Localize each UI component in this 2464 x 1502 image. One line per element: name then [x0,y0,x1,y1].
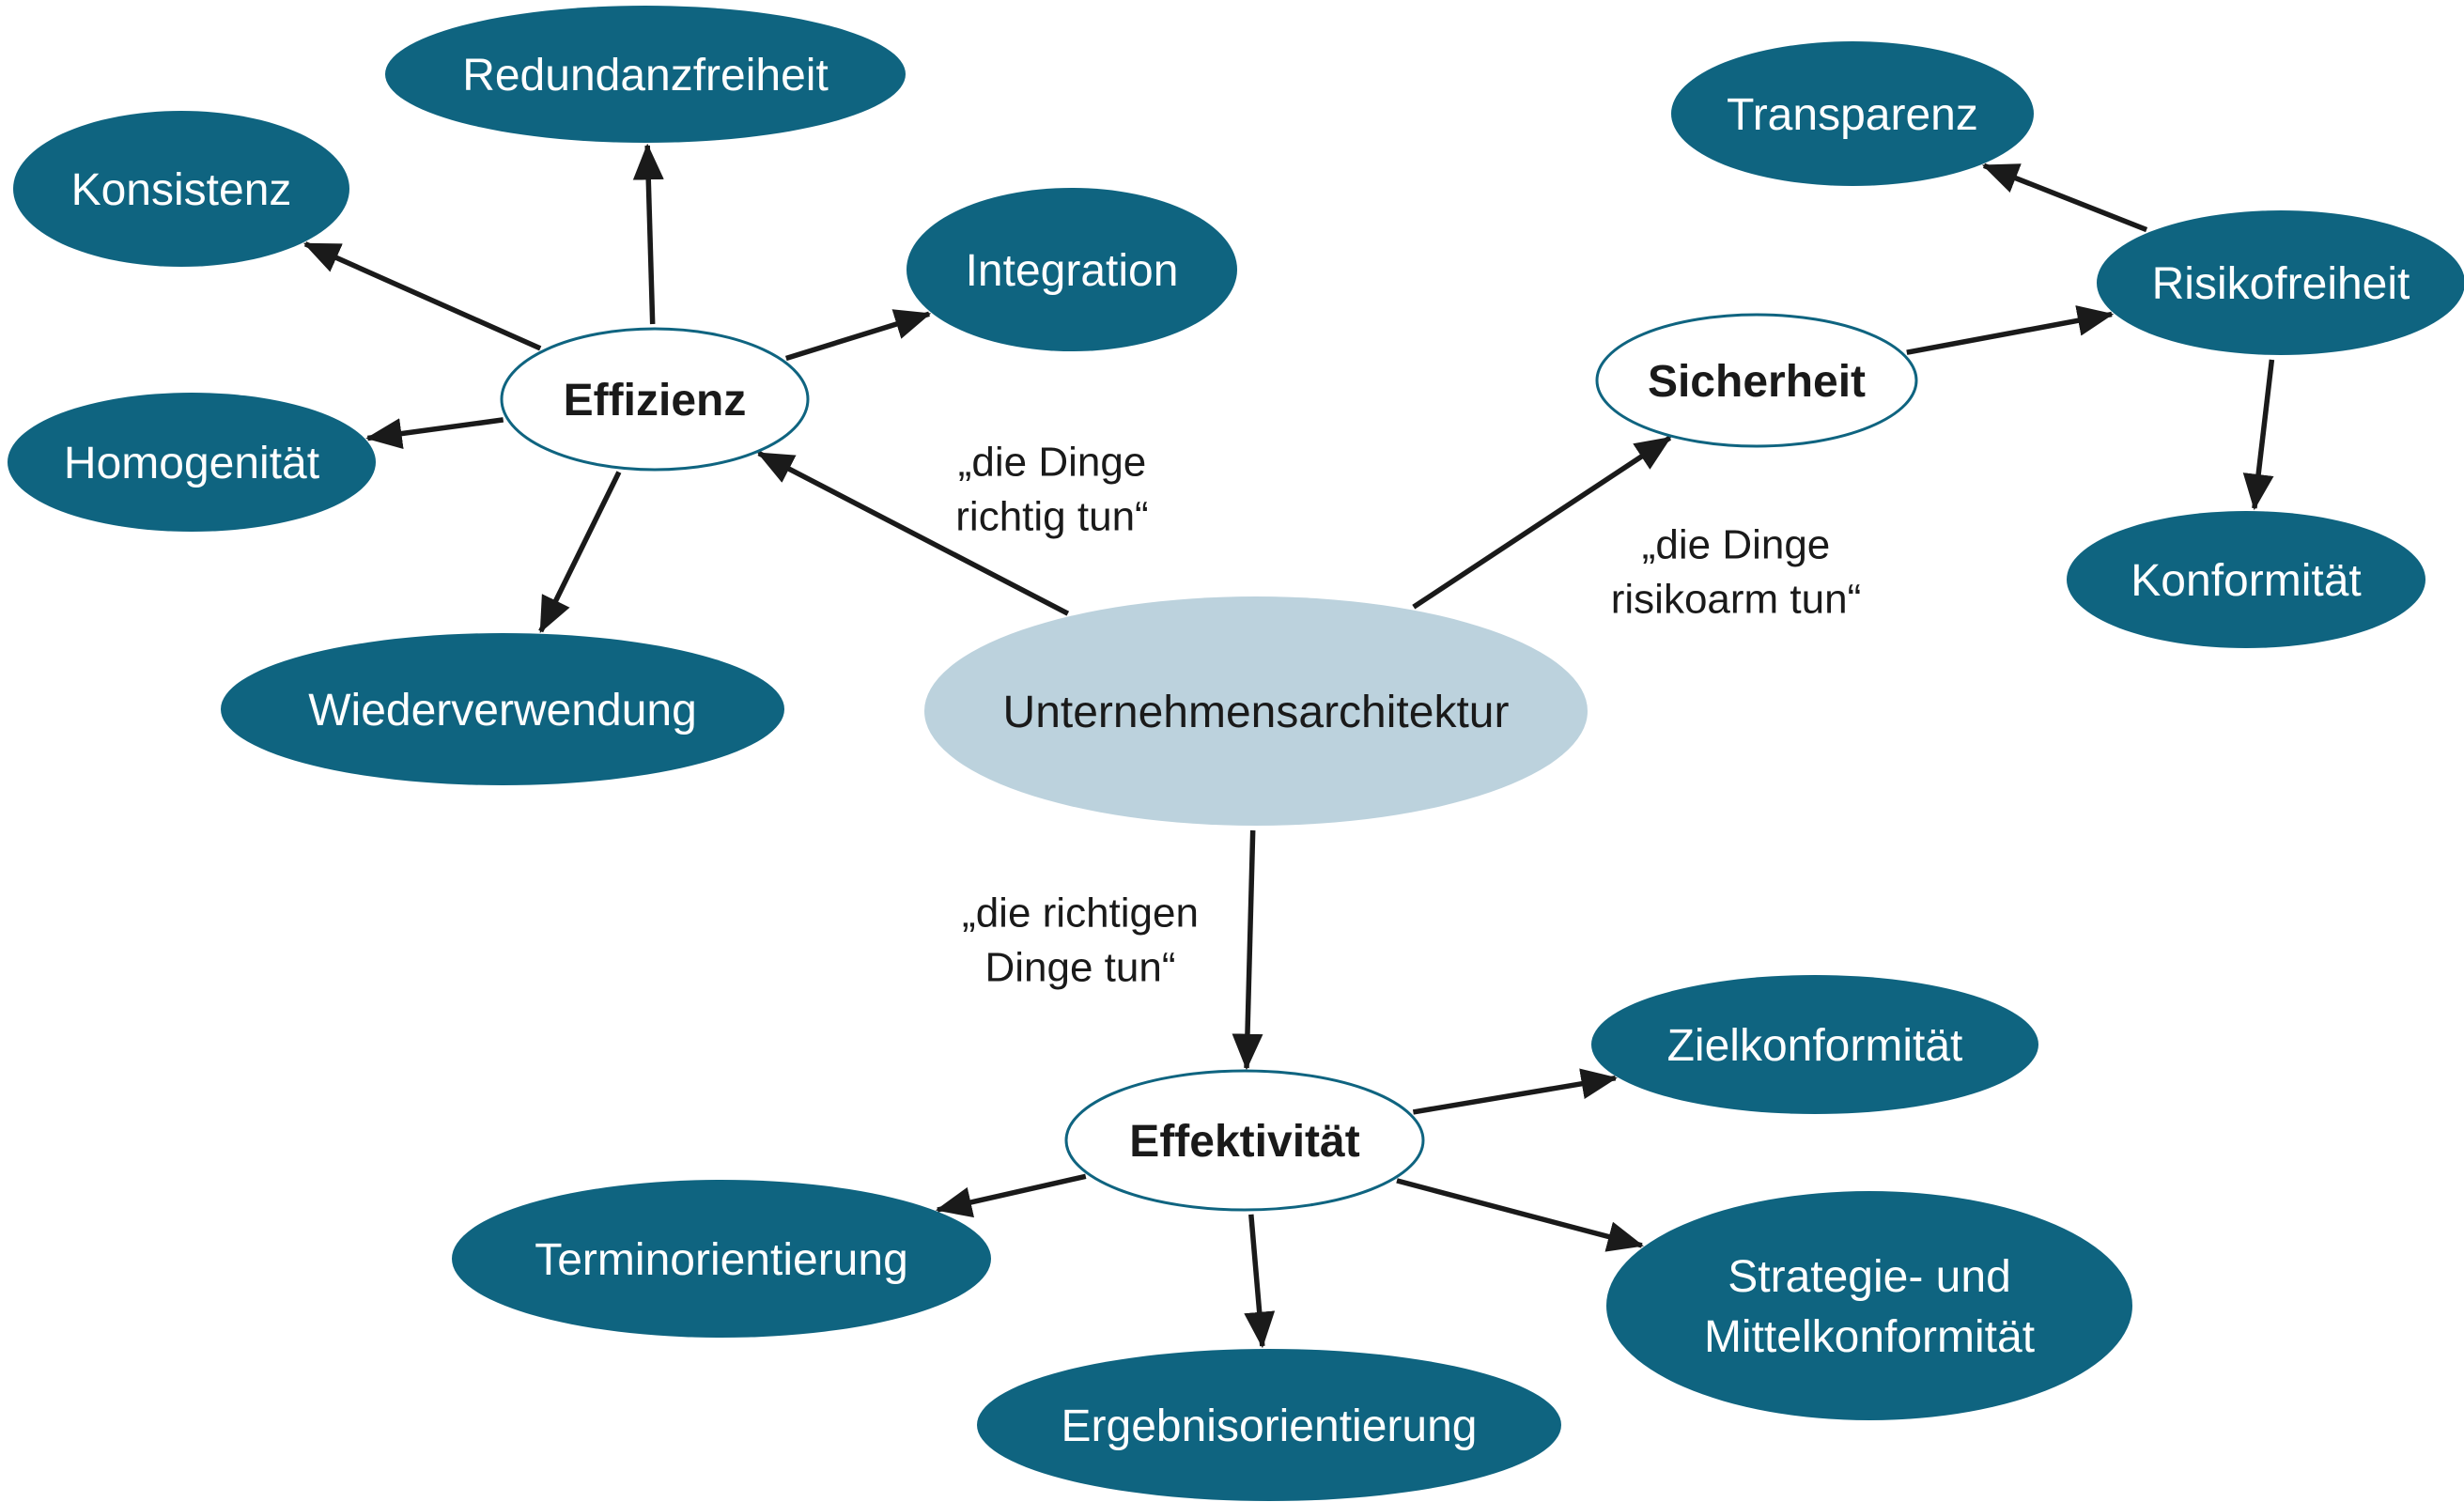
edge-unternehmensarchitektur-to-effizienz [756,451,1070,616]
node-label-konformitaet: Konformität [2131,556,2361,606]
node-ellipse-effektivitaet [1064,1069,1425,1212]
node-ellipse-ergebnisorientierung [977,1349,1561,1501]
node-label-effizienz: Effizienz [564,376,747,426]
node-ellipse-konsistenz [13,111,349,267]
node-label-risikofreiheit: Risikofreiheit [2152,259,2410,309]
node-label-sicherheit: Sicherheit [1648,357,1866,407]
node-konformitaet: Konformität [2067,511,2425,648]
node-risikofreiheit: Risikofreiheit [2097,210,2464,355]
edge-effektivitaet-to-terminorientierung [935,1173,1087,1218]
node-ellipse-risikofreiheit [2097,210,2464,355]
node-ellipse-zielkonformitaet [1591,975,2038,1114]
edges-layer [302,143,2275,1349]
edge-effektivitaet-to-strategie-mittelkonformitaet [1396,1178,1644,1252]
node-ellipse-transparenz [1671,41,2034,186]
node-terminorientierung: Terminorientierung [452,1180,991,1338]
node-ellipse-homogenitaet [8,393,376,532]
nodes-layer: Unternehmensarchitektur Effizienz Sicherhe… [8,6,2464,1501]
edge-effizienz-to-integration [784,309,932,362]
node-ellipse-sicherheit [1595,313,1918,448]
node-label-zielkonformitaet: Zielkonformität [1667,1021,1963,1071]
node-label-terminorientierung: Terminorientierung [535,1235,908,1285]
node-ellipse-redundanzfreiheit [385,6,906,143]
edge-effizienz-to-konsistenz [302,241,542,351]
edge-risikofreiheit-to-transparenz [1981,163,2148,233]
edge-effizienz-to-wiederverwendung [538,471,622,633]
node-label-wiederverwendung: Wiederverwendung [308,686,697,736]
node-ellipse-terminorientierung [452,1180,991,1338]
node-label-transparenz: Transparenz [1727,90,1978,140]
node-effektivitaet: Effektivität [1064,1069,1425,1212]
edge-sicherheit-to-risikofreiheit [1906,305,2115,355]
node-label-effektivitaet: Effektivität [1129,1117,1359,1167]
node-homogenitaet: Homogenität [8,393,376,532]
edge-risikofreiheit-to-konformitaet [2242,359,2275,511]
node-ellipse-effizienz [500,327,810,472]
node-label-redundanzfreiheit: Redundanzfreiheit [462,51,829,101]
node-integration: Integration [907,188,1237,351]
node-ergebnisorientierung: Ergebnisorientierung [977,1349,1561,1501]
node-ellipse-integration [907,188,1237,351]
node-label-homogenitaet: Homogenität [64,439,319,488]
node-label-integration: Integration [966,246,1179,296]
node-sicherheit: Sicherheit [1595,313,1918,448]
node-konsistenz: Konsistenz [13,111,349,267]
node-ellipse-strategie-mittelkonformitaet [1606,1191,2132,1420]
edge-unternehmensarchitektur-to-sicherheit [1412,435,1672,610]
edge-effizienz-to-redundanzfreiheit [632,143,664,325]
node-label-unternehmensarchitektur: Unternehmensarchitektur [1003,688,1510,737]
edge-effizienz-to-homogenitaet [365,417,504,449]
node-ellipse-konformitaet [2067,511,2425,648]
node-label-konsistenz: Konsistenz [71,165,292,215]
edge-effektivitaet-to-zielkonformitaet [1412,1068,1618,1115]
node-ellipse-unternehmensarchitektur [924,596,1588,826]
node-transparenz: Transparenz [1671,41,2034,186]
node-unternehmensarchitektur: Unternehmensarchitektur [924,596,1588,826]
edge-unternehmensarchitektur-to-effektivitaet [1232,829,1263,1071]
node-wiederverwendung: Wiederverwendung [221,633,784,785]
node-label-ergebnisorientierung: Ergebnisorientierung [1062,1401,1478,1451]
node-effizienz: Effizienz [500,327,810,472]
node-ellipse-wiederverwendung [221,633,784,785]
node-zielkonformitaet: Zielkonformität [1591,975,2038,1114]
node-redundanzfreiheit: Redundanzfreiheit [385,6,906,143]
edge-effektivitaet-to-ergebnisorientierung [1244,1214,1276,1349]
